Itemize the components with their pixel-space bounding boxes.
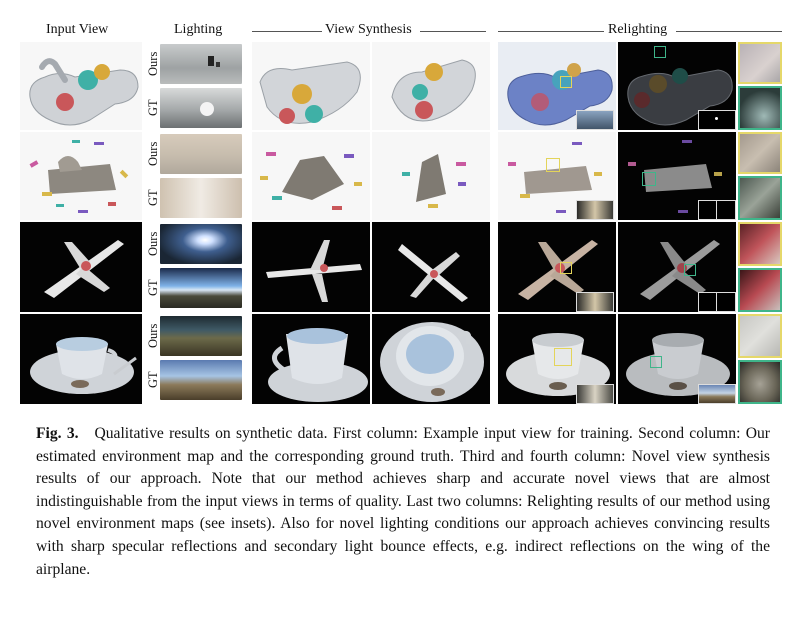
- header-view-synthesis: View Synthesis: [325, 22, 412, 37]
- row3-label-ours: Ours: [146, 231, 160, 257]
- row2-env-map-gt: [160, 178, 242, 218]
- row2-novel-view-1: [252, 132, 370, 220]
- row1-relight-1: [498, 42, 616, 130]
- row1-env-map-gt: [160, 88, 242, 128]
- row3-label-gt: GT: [146, 279, 160, 297]
- view-synthesis-rule-left: [252, 31, 322, 32]
- row4-label-gt: GT: [146, 371, 160, 389]
- row2-relight-1: [498, 132, 616, 220]
- row3-relight-1: [498, 222, 616, 312]
- row1-novel-view-2: [372, 42, 490, 130]
- row2-input-view-image: [20, 132, 142, 220]
- row4-novel-view-2: [372, 314, 490, 404]
- row1-input-view-image: [20, 42, 142, 130]
- row3-zoom-green: [738, 268, 782, 312]
- caption-text: Qualitative results on synthetic data. F…: [36, 425, 770, 578]
- row4-env-map-ours: [160, 316, 242, 356]
- row3-novel-view-2: [372, 222, 490, 312]
- row1-label-ours: Ours: [146, 51, 160, 77]
- header-lighting: Lighting: [174, 22, 223, 37]
- row4-novel-view-1: [252, 314, 370, 404]
- row3-novel-view-1: [252, 222, 370, 312]
- figure-number: Fig. 3.: [36, 425, 79, 442]
- row3-env-map-ours: [160, 224, 242, 264]
- row4-label-ours: Ours: [146, 323, 160, 349]
- relighting-rule-right: [676, 31, 782, 32]
- header-relighting: Relighting: [608, 22, 668, 37]
- row1-label-gt: GT: [146, 99, 160, 117]
- row4-input-view-image: [20, 314, 142, 404]
- row1-novel-view-1: [252, 42, 370, 130]
- row1-zoom-green: [738, 86, 782, 130]
- figure-caption: Fig. 3. Qualitative results on synthetic…: [36, 423, 770, 581]
- row1-env-map-ours: [160, 44, 242, 84]
- row4-relight-1-inset: [576, 384, 614, 404]
- row4-zoom-green: [738, 360, 782, 404]
- row2-zoom-yellow: [738, 132, 782, 174]
- row2-relight-2-inset: [698, 200, 736, 220]
- row2-novel-view-2: [372, 132, 490, 220]
- row3-input-view-image: [20, 222, 142, 312]
- row3-env-map-gt: [160, 268, 242, 308]
- row2-label-gt: GT: [146, 189, 160, 207]
- row2-zoom-green: [738, 176, 782, 220]
- row2-relight-1-inset: [576, 200, 614, 220]
- row1-relight-2: [618, 42, 736, 130]
- row3-zoom-yellow: [738, 222, 782, 266]
- row4-env-map-gt: [160, 360, 242, 400]
- row4-relight-2: [618, 314, 736, 404]
- row2-env-map-ours: [160, 134, 242, 174]
- header-input-view: Input View: [46, 22, 109, 37]
- row2-relight-2: [618, 132, 736, 220]
- row3-relight-2: [618, 222, 736, 312]
- row3-relight-1-inset: [576, 292, 614, 312]
- row1-zoom-yellow: [738, 42, 782, 84]
- row4-zoom-yellow: [738, 314, 782, 358]
- row1-relight-1-inset: [576, 110, 614, 130]
- view-synthesis-rule-right: [420, 31, 486, 32]
- relighting-rule-left: [498, 31, 604, 32]
- row2-label-ours: Ours: [146, 141, 160, 167]
- row1-relight-2-inset: [698, 110, 736, 130]
- row3-relight-2-inset: [698, 292, 736, 312]
- row4-relight-2-inset: [698, 384, 736, 404]
- row4-relight-1: [498, 314, 616, 404]
